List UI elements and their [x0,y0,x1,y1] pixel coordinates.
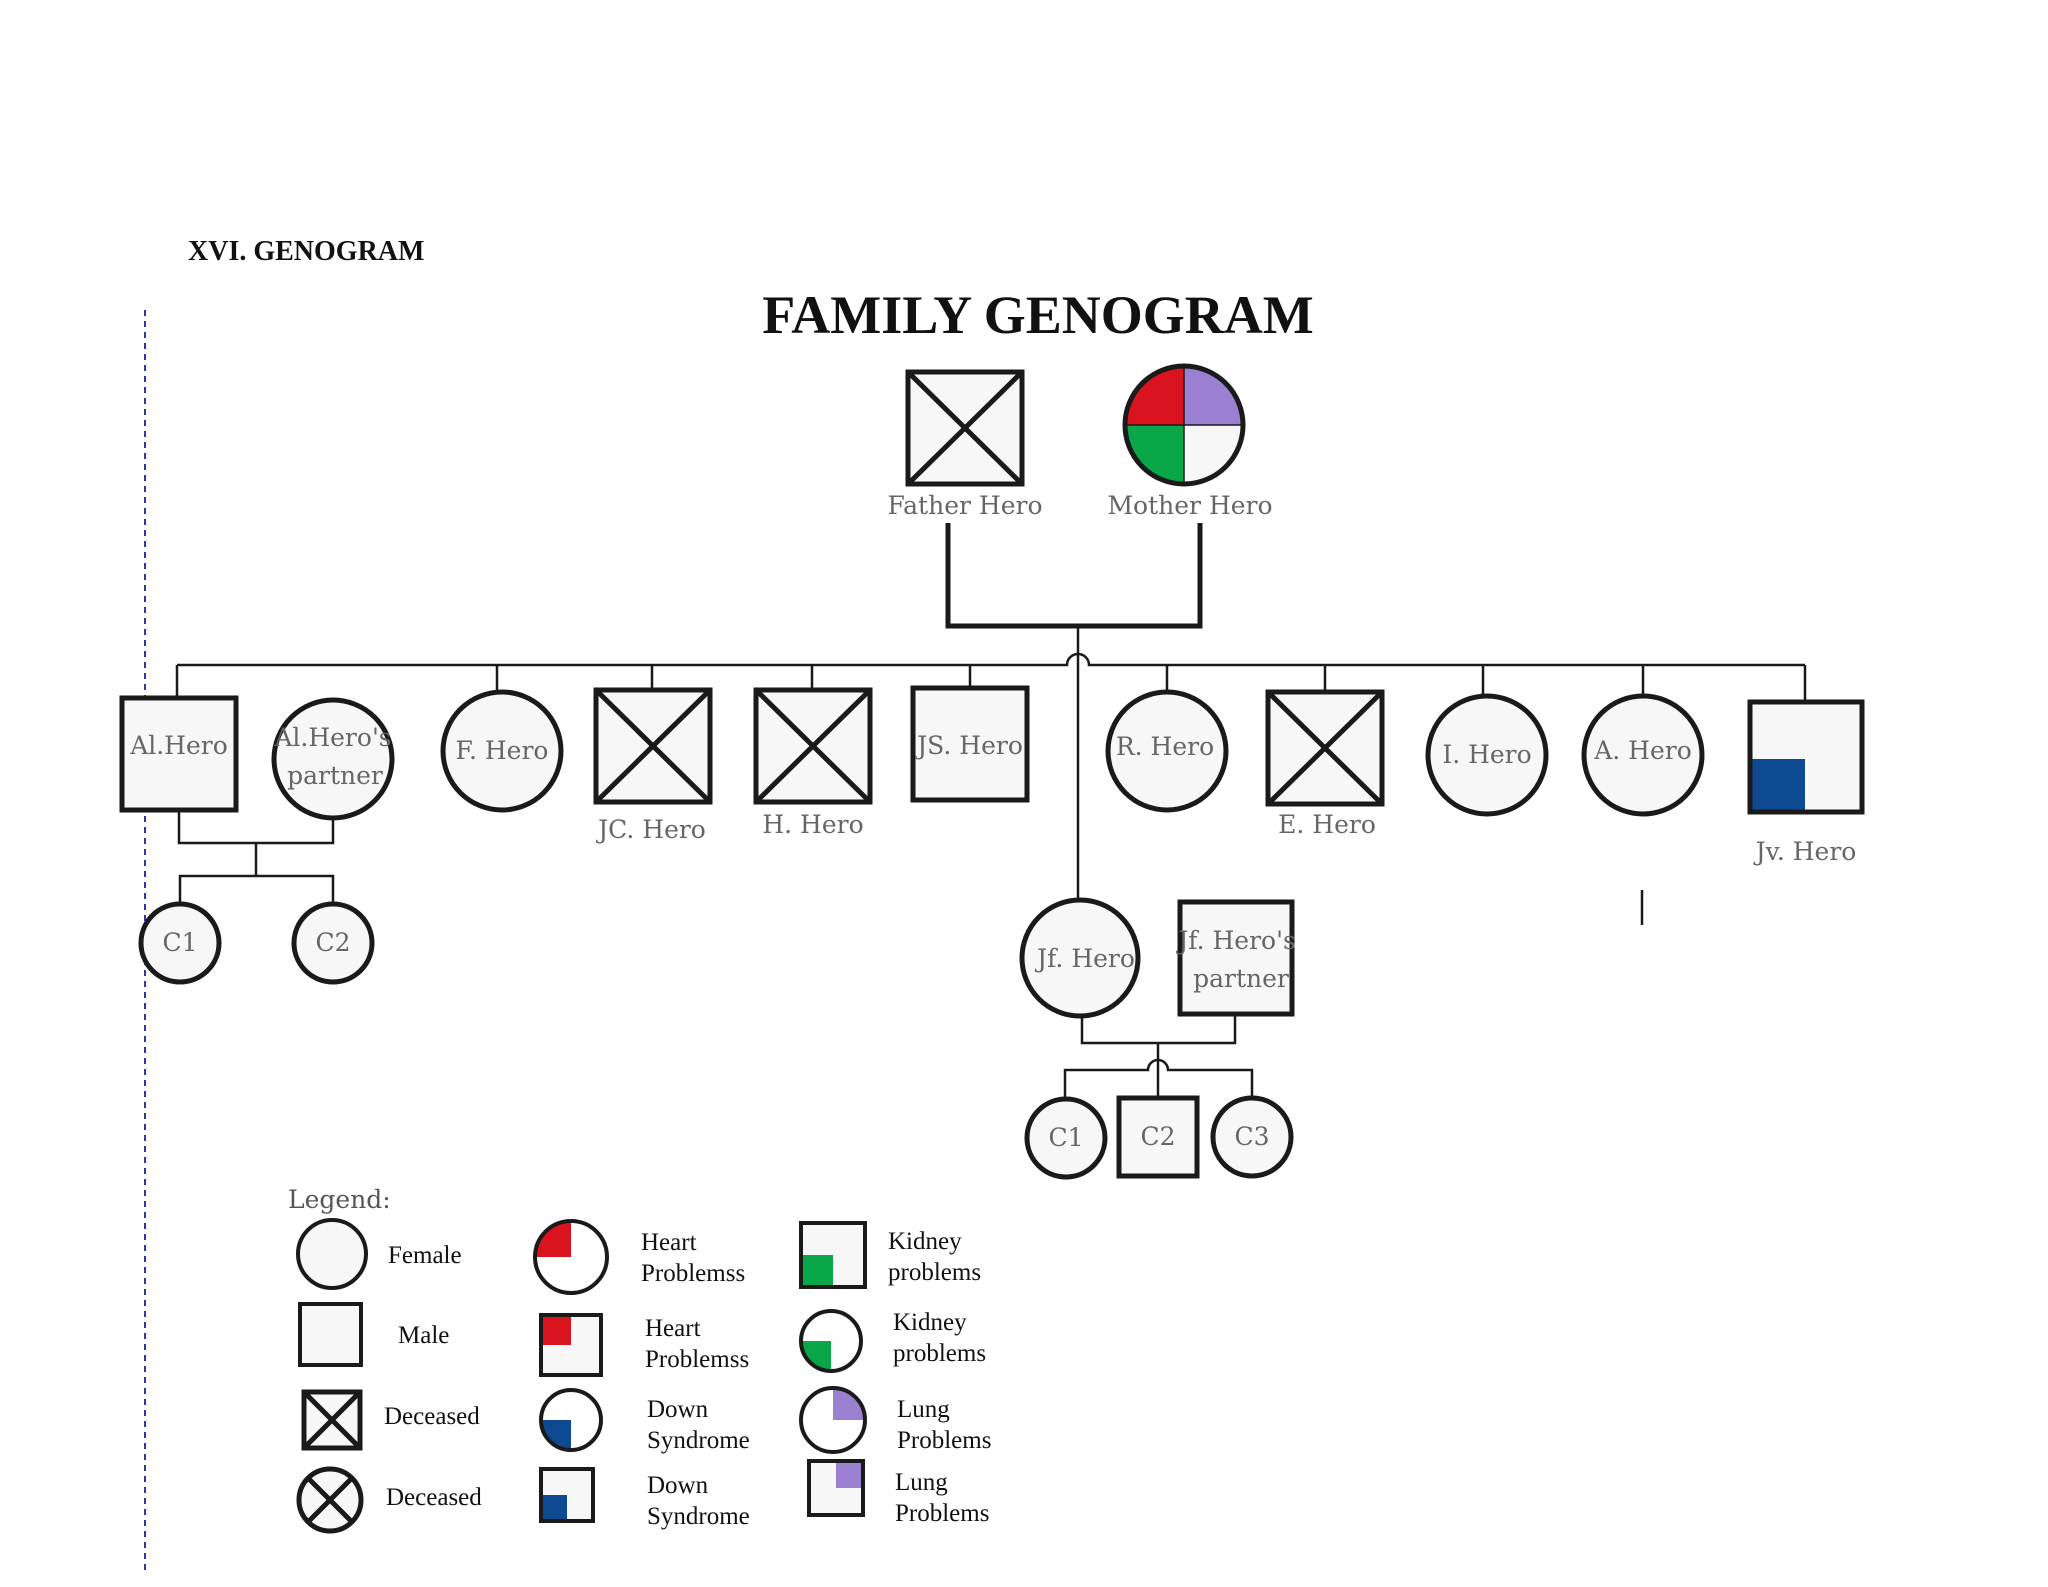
legend-female: Female [296,1218,462,1290]
al-hero-label: Al.Hero [129,731,228,760]
legend-title: Legend: [288,1185,391,1214]
e-hero-label: E. Hero [1278,810,1376,839]
jf-hero: Jf. Hero [1019,897,1141,1019]
jv-hero-label: Jv. Hero [1753,837,1857,866]
down-syndrome-quadrant [1752,759,1805,810]
jf-child-c1-label: C1 [1048,1123,1083,1152]
legend-lung-female: Lung Problems [799,1386,991,1454]
svg-text:Syndrome: Syndrome [647,1427,750,1454]
h-hero-label: H. Hero [762,810,863,839]
svg-text:Male: Male [398,1322,449,1349]
al-hero-partner: Al.Hero's partner [271,697,395,821]
svg-text:problems: problems [888,1259,981,1286]
svg-text:Kidney: Kidney [888,1228,962,1255]
page-title: FAMILY GENOGRAM [762,285,1314,345]
svg-text:Down: Down [647,1396,709,1423]
legend-male: Male [298,1302,449,1367]
jv-hero: Jv. Hero [1747,699,1865,866]
jf-hero-partner-label-1: Jf. Hero's [1175,926,1296,955]
kidney-quadrant [1125,425,1184,484]
female-symbol [296,1218,368,1290]
svg-text:Problemss: Problemss [641,1260,745,1287]
al-hero: Al.Hero [119,695,239,813]
legend-heart-male: Heart Problemss [539,1313,749,1377]
svg-text:Syndrome: Syndrome [647,1503,750,1530]
i-hero: I. Hero [1425,693,1549,817]
heart-male-symbol [543,1317,571,1345]
r-hero-label: R. Hero [1116,732,1214,761]
svg-text:Heart: Heart [645,1315,701,1342]
jf-child-c2-label: C2 [1140,1122,1175,1151]
jc-hero-label: JC. Hero [595,815,706,844]
father-hero-label: Father Hero [888,491,1043,520]
al-child-c1-label: C1 [162,928,197,957]
heart-quadrant [1125,366,1184,425]
legend-down-female: Down Syndrome [539,1388,750,1454]
legend: Legend: Female Male Deceased Deceased He… [288,1185,991,1534]
legend-down-male: Down Syndrome [539,1467,750,1530]
jc-hero: JC. Hero [593,687,713,844]
heart-female-symbol [533,1219,609,1295]
mother-hero-label: Mother Hero [1107,491,1272,520]
h-hero: H. Hero [753,687,873,839]
al-hero-partner-label-2: partner [287,761,383,790]
al-child-c1: C1 [138,901,222,985]
e-hero: E. Hero [1265,689,1385,839]
svg-text:Problemss: Problemss [645,1346,749,1373]
al-child-c2: C2 [291,901,375,985]
legend-lung-male: Lung Problems [807,1459,989,1527]
male-symbol [298,1302,363,1367]
lung-male-symbol [836,1463,861,1488]
lung-female-symbol [799,1386,867,1454]
al-child-c2-label: C2 [315,928,350,957]
svg-text:Deceased: Deceased [384,1403,480,1430]
al-hero-partner-label-1: Al.Hero's [273,723,391,752]
legend-heart-female: Heart Problemss [533,1219,745,1295]
legend-deceased-female: Deceased [296,1466,482,1534]
svg-text:Deceased: Deceased [386,1484,482,1511]
a-hero-label: A. Hero [1593,736,1692,765]
down-male-symbol [543,1495,567,1519]
svg-text:Lung: Lung [897,1396,950,1423]
legend-kidney-male: Kidney problems [799,1221,981,1289]
svg-text:Female: Female [388,1242,462,1269]
svg-text:Down: Down [647,1472,709,1499]
father-hero: Father Hero [888,369,1043,520]
kidney-female-symbol [799,1309,863,1373]
svg-text:Heart: Heart [641,1229,697,1256]
svg-text:Kidney: Kidney [893,1309,967,1336]
jf-hero-partner: Jf. Hero's partner [1175,899,1296,1017]
svg-text:Problems: Problems [897,1427,991,1454]
lung-quadrant [1184,366,1243,425]
a-hero: A. Hero [1581,693,1705,817]
legend-kidney-female: Kidney problems [799,1309,986,1373]
section-heading: XVI. GENOGRAM [188,236,424,267]
jf-hero-label: Jf. Hero [1034,944,1135,973]
legend-deceased-male: Deceased [301,1389,480,1451]
jf-hero-partner-label-2: partner [1193,964,1289,993]
jf-child-c3: C3 [1210,1095,1294,1179]
relationship-lines [175,523,1807,1098]
svg-text:Problems: Problems [895,1500,989,1527]
f-hero: F. Hero [440,689,564,813]
jf-child-c1: C1 [1024,1096,1108,1180]
i-hero-label: I. Hero [1442,740,1531,769]
js-hero-label: JS. Hero [914,731,1023,760]
kidney-male-symbol [803,1255,833,1285]
svg-text:Lung: Lung [895,1469,948,1496]
js-hero: JS. Hero [910,685,1030,803]
down-female-symbol [539,1388,603,1452]
mother-hero: Mother Hero [1107,363,1273,520]
jf-child-c3-label: C3 [1234,1122,1269,1151]
r-hero: R. Hero [1105,689,1229,813]
svg-text:problems: problems [893,1340,986,1367]
jf-child-c2: C2 [1116,1095,1200,1179]
f-hero-label: F. Hero [456,736,549,765]
